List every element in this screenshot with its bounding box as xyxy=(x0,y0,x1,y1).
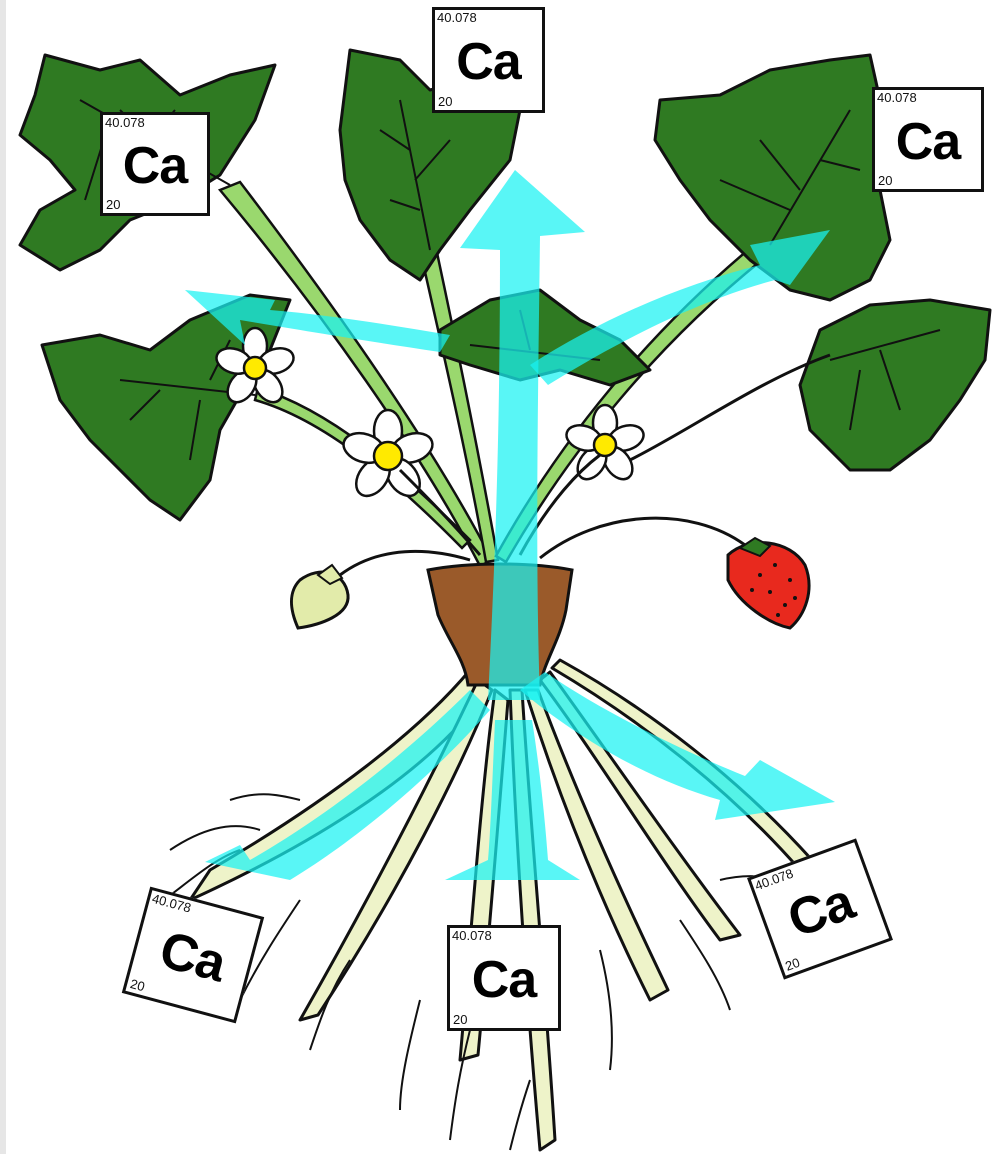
atomic-number: 20 xyxy=(783,956,801,973)
atomic-number: 20 xyxy=(453,1013,467,1026)
element-symbol: Ca xyxy=(103,140,207,192)
atomic-mass: 40.078 xyxy=(452,929,492,942)
element-symbol: Ca xyxy=(132,917,254,996)
flow-arrow-right xyxy=(530,230,830,385)
atomic-mass: 40.078 xyxy=(437,11,477,24)
atomic-number: 20 xyxy=(106,198,120,211)
atomic-number: 20 xyxy=(878,174,892,187)
calcium-tile: 40.078 Ca 20 xyxy=(872,87,984,192)
element-symbol: Ca xyxy=(435,36,542,88)
atomic-number: 20 xyxy=(129,977,146,993)
unripe-strawberry xyxy=(292,572,349,628)
element-symbol: Ca xyxy=(875,116,981,168)
atomic-number: 20 xyxy=(438,95,452,108)
calcium-flow-arrows xyxy=(185,170,835,880)
flower xyxy=(563,405,647,485)
leaf xyxy=(800,300,990,470)
calcium-tile: 40.078 Ca 20 xyxy=(447,925,561,1031)
calcium-tile: 40.078 Ca 20 xyxy=(100,112,210,216)
element-symbol: Ca xyxy=(450,954,558,1006)
atomic-mass: 40.078 xyxy=(105,116,145,129)
flower xyxy=(340,410,437,502)
atomic-mass: 40.078 xyxy=(877,91,917,104)
ripe-strawberry xyxy=(728,538,809,628)
calcium-tile: 40.078 Ca 20 xyxy=(432,7,545,113)
